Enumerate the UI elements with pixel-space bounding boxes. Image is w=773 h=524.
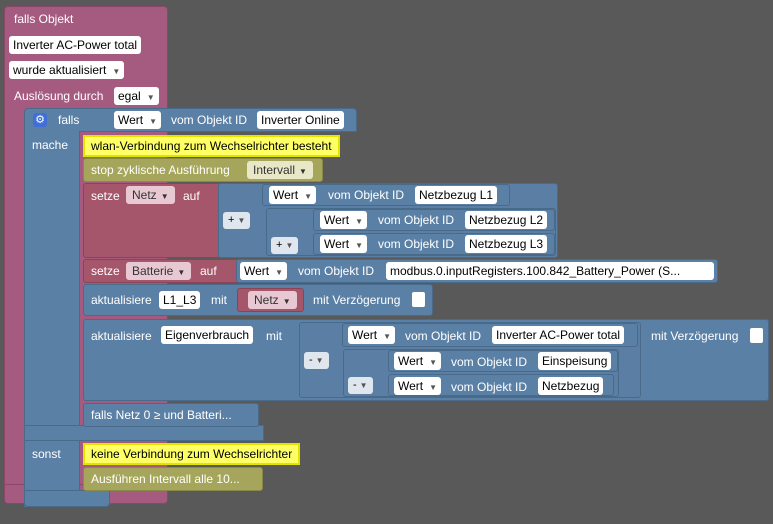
object-inverter-total-field[interactable]: Inverter AC-Power total bbox=[492, 326, 625, 344]
delay-label: mit Verzögerung bbox=[313, 293, 401, 307]
chevron-down-icon: ▼ bbox=[285, 241, 294, 250]
chevron-down-icon: ▼ bbox=[315, 356, 324, 365]
trigger-event-dropdown[interactable]: wurde aktualisiert▼ bbox=[9, 61, 125, 79]
delay-label: mit Verzögerung bbox=[651, 329, 739, 343]
update-label: aktualisiere bbox=[91, 293, 152, 307]
object-l2-field[interactable]: Netzbezug L2 bbox=[465, 211, 548, 229]
collapsed-if-block[interactable] bbox=[83, 403, 259, 427]
chevron-down-icon: ▼ bbox=[112, 67, 121, 76]
stop-value-dropdown[interactable]: Intervall▼ bbox=[247, 161, 313, 179]
plus-operator-dropdown[interactable]: +▼ bbox=[271, 237, 299, 254]
chevron-down-icon: ▼ bbox=[275, 268, 284, 277]
do-label: mache bbox=[32, 138, 69, 152]
vom-objekt-label: vom Objekt ID bbox=[405, 329, 482, 343]
var-netz-dropdown[interactable]: Netz▼ bbox=[126, 186, 175, 204]
chevron-down-icon: ▼ bbox=[146, 93, 155, 102]
comment-connected[interactable]: wlan-Verbindung zum Wechselrichter beste… bbox=[83, 135, 340, 157]
minus-operator-dropdown[interactable]: -▼ bbox=[348, 377, 373, 394]
chevron-down-icon: ▼ bbox=[383, 332, 392, 341]
gear-icon[interactable]: ⚙ bbox=[33, 113, 47, 127]
trigger-by-dropdown[interactable]: egal▼ bbox=[114, 87, 159, 105]
trigger-object-field[interactable]: Inverter AC-Power total bbox=[9, 36, 142, 54]
with-label: mit bbox=[266, 329, 282, 343]
to-label: auf bbox=[183, 189, 200, 203]
wert-dropdown[interactable]: Wert▼ bbox=[394, 352, 442, 370]
chevron-down-icon: ▼ bbox=[355, 217, 364, 226]
if-block-spine bbox=[24, 131, 80, 507]
update-label: aktualisiere bbox=[91, 329, 152, 343]
chevron-down-icon: ▼ bbox=[355, 241, 364, 250]
collapsed-interval-label: Ausführen Intervall alle 10... bbox=[91, 472, 240, 486]
with-label: mit bbox=[211, 293, 227, 307]
update-target-l1l3[interactable]: L1_L3 bbox=[159, 291, 201, 309]
vom-objekt-label: vom Objekt ID bbox=[328, 188, 405, 202]
plus-operator-dropdown[interactable]: +▼ bbox=[223, 212, 251, 229]
stop-label: stop zyklische Ausführung bbox=[91, 163, 230, 177]
chevron-down-icon: ▼ bbox=[177, 268, 186, 277]
if-block-bottom bbox=[24, 490, 110, 507]
object-netzbezug-field[interactable]: Netzbezug bbox=[538, 377, 604, 395]
chevron-down-icon: ▼ bbox=[160, 192, 169, 201]
vom-objekt-label: vom Objekt ID bbox=[378, 237, 455, 251]
trigger-header: falls Objekt bbox=[14, 12, 74, 26]
cond-vom-objekt-label: vom Objekt ID bbox=[171, 113, 248, 127]
chevron-down-icon: ▼ bbox=[304, 192, 313, 201]
object-l3-field[interactable]: Netzbezug L3 bbox=[465, 235, 548, 253]
chevron-down-icon: ▼ bbox=[237, 216, 246, 225]
to-label: auf bbox=[200, 264, 217, 278]
object-battery-field[interactable]: modbus.0.inputRegisters.100.842_Battery_… bbox=[386, 262, 714, 280]
chevron-down-icon: ▼ bbox=[429, 358, 438, 367]
wert-dropdown[interactable]: Wert▼ bbox=[320, 235, 368, 253]
val-netz-dropdown[interactable]: Netz▼ bbox=[248, 291, 297, 309]
set-label: setze bbox=[91, 264, 120, 278]
wert-dropdown[interactable]: Wert▼ bbox=[394, 377, 442, 395]
object-l1-field[interactable]: Netzbezug L1 bbox=[415, 186, 498, 204]
if-block-middle bbox=[24, 425, 264, 441]
chevron-down-icon: ▼ bbox=[149, 117, 158, 126]
cond-wert-dropdown[interactable]: Wert▼ bbox=[114, 111, 162, 129]
cond-object-field[interactable]: Inverter Online bbox=[257, 111, 344, 129]
vom-objekt-label: vom Objekt ID bbox=[298, 264, 375, 278]
vom-objekt-label: vom Objekt ID bbox=[451, 380, 528, 394]
vom-objekt-label: vom Objekt ID bbox=[451, 355, 528, 369]
trigger-by-label: Auslösung durch bbox=[14, 89, 104, 103]
if-label: falls bbox=[58, 113, 80, 127]
else-label: sonst bbox=[32, 447, 61, 461]
var-batterie-dropdown[interactable]: Batterie▼ bbox=[126, 262, 192, 280]
collapsed-interval-block[interactable] bbox=[83, 467, 263, 491]
collapsed-if-label: falls Netz 0 ≥ und Batteri... bbox=[91, 408, 232, 422]
set-label: setze bbox=[91, 189, 120, 203]
update-target-eigen[interactable]: Eigenverbrauch bbox=[161, 326, 254, 344]
chevron-down-icon: ▼ bbox=[282, 297, 291, 306]
wert-dropdown[interactable]: Wert▼ bbox=[320, 211, 368, 229]
vom-objekt-label: vom Objekt ID bbox=[378, 213, 455, 227]
object-einspeisung-field[interactable]: Einspeisung bbox=[538, 352, 612, 370]
wert-dropdown[interactable]: Wert▼ bbox=[240, 262, 288, 280]
wert-dropdown[interactable]: Wert▼ bbox=[269, 186, 317, 204]
chevron-down-icon: ▼ bbox=[429, 383, 438, 392]
minus-operator-dropdown[interactable]: -▼ bbox=[304, 352, 329, 369]
delay-checkbox[interactable] bbox=[412, 292, 425, 307]
chevron-down-icon: ▼ bbox=[359, 381, 368, 390]
delay-checkbox[interactable] bbox=[750, 328, 763, 343]
chevron-down-icon: ▼ bbox=[299, 167, 307, 176]
comment-disconnected[interactable]: keine Verbindung zum Wechselrichter bbox=[83, 443, 301, 465]
wert-dropdown[interactable]: Wert▼ bbox=[348, 326, 396, 344]
